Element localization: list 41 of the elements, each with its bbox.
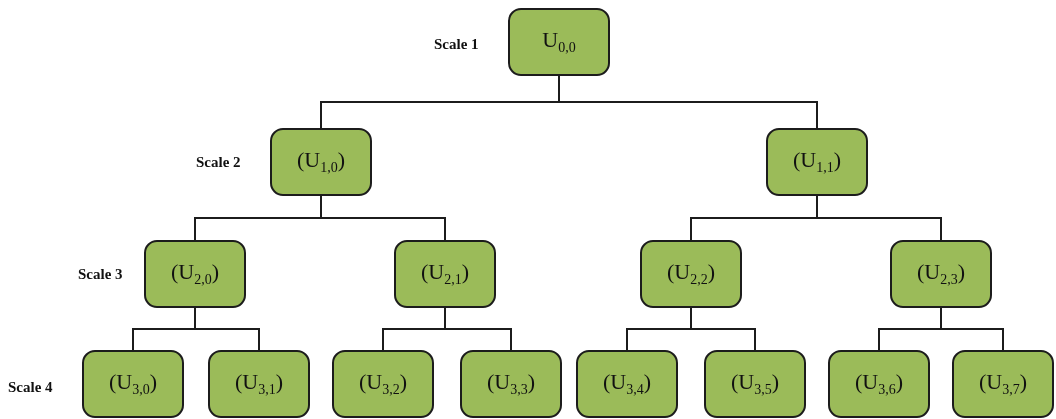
node-label: (U$_{3,3}$) — [486, 369, 535, 399]
node-label: (U$_{2,2}$) — [666, 259, 715, 289]
tree-node-box — [952, 350, 1054, 418]
node-label: (U$_{3,7}$) — [978, 369, 1027, 399]
node-label: (U$_{3,6}$) — [854, 369, 903, 399]
tree-node-box — [460, 350, 562, 418]
tree-node-box — [640, 240, 742, 308]
node-label: (U$_{2,3}$) — [916, 259, 965, 289]
scale-label: Scale 1 — [434, 36, 479, 53]
tree-connector — [558, 75, 818, 129]
scale-label: Scale 3 — [78, 266, 123, 283]
tree-node-box — [144, 240, 246, 308]
node-label: (U$_{2,1}$) — [420, 259, 469, 289]
tree-connector — [690, 307, 756, 351]
tree-node-box — [208, 350, 310, 418]
tree-node-box — [82, 350, 184, 418]
node-label: (U$_{1,1}$) — [792, 147, 841, 177]
tree-connector — [320, 195, 446, 241]
tree-node-box — [704, 350, 806, 418]
tree-node-box — [890, 240, 992, 308]
tree-node-box — [508, 8, 610, 76]
node-label: (U$_{3,0}$) — [108, 369, 157, 399]
tree-connector — [816, 195, 942, 241]
scale-label: Scale 4 — [8, 379, 53, 396]
tree-connector — [194, 307, 260, 351]
tree-node-box — [766, 128, 868, 196]
node-label: (U$_{3,5}$) — [730, 369, 779, 399]
node-label: U$_{0,0}$ — [542, 27, 576, 57]
scale-label: Scale 2 — [196, 154, 241, 171]
tree-node-box — [332, 350, 434, 418]
tree-node-box — [828, 350, 930, 418]
node-label: (U$_{1,0}$) — [296, 147, 345, 177]
node-label: (U$_{3,1}$) — [234, 369, 283, 399]
node-label: (U$_{3,2}$) — [358, 369, 407, 399]
tree-node-box — [394, 240, 496, 308]
tree-node-box — [270, 128, 372, 196]
tree-node-box — [576, 350, 678, 418]
tree-connector — [444, 307, 512, 351]
tree-connector — [940, 307, 1004, 351]
node-label: (U$_{2,0}$) — [170, 259, 219, 289]
node-label: (U$_{3,4}$) — [602, 369, 651, 399]
